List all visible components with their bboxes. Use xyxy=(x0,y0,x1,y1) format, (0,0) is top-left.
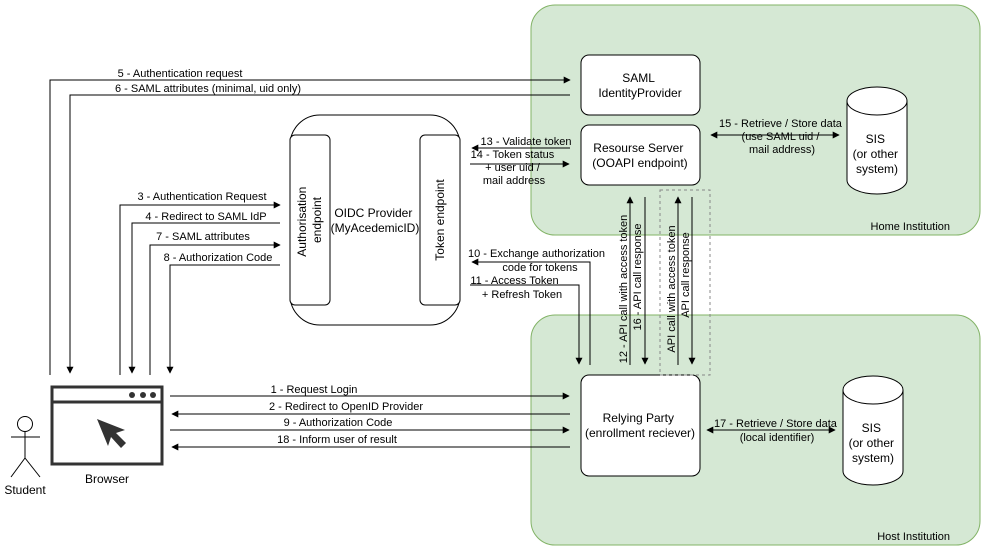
student-actor-icon xyxy=(10,416,41,478)
host-institution-label: Host Institution xyxy=(877,531,950,543)
label-2: 2 - Redirect to OpenID Provider xyxy=(269,401,423,413)
label-12: 12 - API call with access token xyxy=(618,215,630,364)
label-17: 17 - Retrieve / Store data (local identi… xyxy=(714,418,840,444)
label-3: 3 - Authentication Request xyxy=(137,191,266,203)
arrow-5 xyxy=(49,76,571,375)
resource-server-box xyxy=(580,124,701,186)
label-6: 6 - SAML attributes (minimal, uid only) xyxy=(115,83,301,95)
label-5: 5 - Authentication request xyxy=(118,68,243,80)
browser-label: Browser xyxy=(85,472,129,486)
student-label: Student xyxy=(4,483,46,497)
api-call-dashed-group xyxy=(659,189,711,376)
label-1: 1 - Request Login xyxy=(271,384,358,396)
label-10: 10 - Exchange authorization code for tok… xyxy=(468,248,608,274)
label-16: 16 - API call response xyxy=(632,223,644,330)
arrow-6 xyxy=(66,94,570,374)
label-9: 9 - Authorization Code xyxy=(284,417,393,429)
arrow-7 xyxy=(149,241,281,375)
arrow-3 xyxy=(119,201,281,375)
authorisation-endpoint-label: Authorisation endpoint xyxy=(295,183,324,256)
arrow-4 xyxy=(128,222,280,374)
label-4: 4 - Redirect to SAML IdP xyxy=(145,211,266,223)
token-endpoint-box xyxy=(419,134,461,306)
label-api-response: API call response xyxy=(680,232,692,318)
token-endpoint-label: Token endpoint xyxy=(433,179,447,261)
relying-party-box xyxy=(580,374,701,477)
authorisation-endpoint-box xyxy=(289,134,331,306)
label-8: 8 - Authorization Code xyxy=(164,252,273,264)
label-15: 15 - Retrieve / Store data (use SAML uid… xyxy=(719,118,845,156)
label-13: 13 - Validate token xyxy=(481,136,572,148)
oidc-provider-label: OIDC Provider (MyAcedemicID) xyxy=(331,206,420,235)
label-7: 7 - SAML attributes xyxy=(156,231,250,243)
sis-home-label: SIS (or other system) xyxy=(853,132,902,176)
label-11: 11 - Access Token + Refresh Token xyxy=(470,275,562,301)
arrow-11 xyxy=(470,284,583,365)
sis-host-cylinder xyxy=(842,375,904,486)
saml-idp-box xyxy=(580,54,701,116)
label-14: 14 - Token status + user uid / mail addr… xyxy=(471,149,558,187)
browser-window-icon xyxy=(50,385,164,466)
sis-home-cylinder xyxy=(846,86,908,195)
sis-host-label: SIS (or other system) xyxy=(849,421,898,465)
label-18: 18 - Inform user of result xyxy=(277,434,397,446)
saml-idp-label: SAML IdentityProvider xyxy=(598,71,681,100)
arrow-8 xyxy=(166,264,280,374)
relying-party-label: Relying Party (enrollment reciever) xyxy=(585,411,695,440)
label-api-call: API call with access token xyxy=(666,225,678,352)
home-institution-label: Home Institution xyxy=(871,221,950,233)
resource-server-label: Resourse Server (OOAPI endpoint) xyxy=(592,141,687,170)
arrow-10 xyxy=(471,258,591,365)
